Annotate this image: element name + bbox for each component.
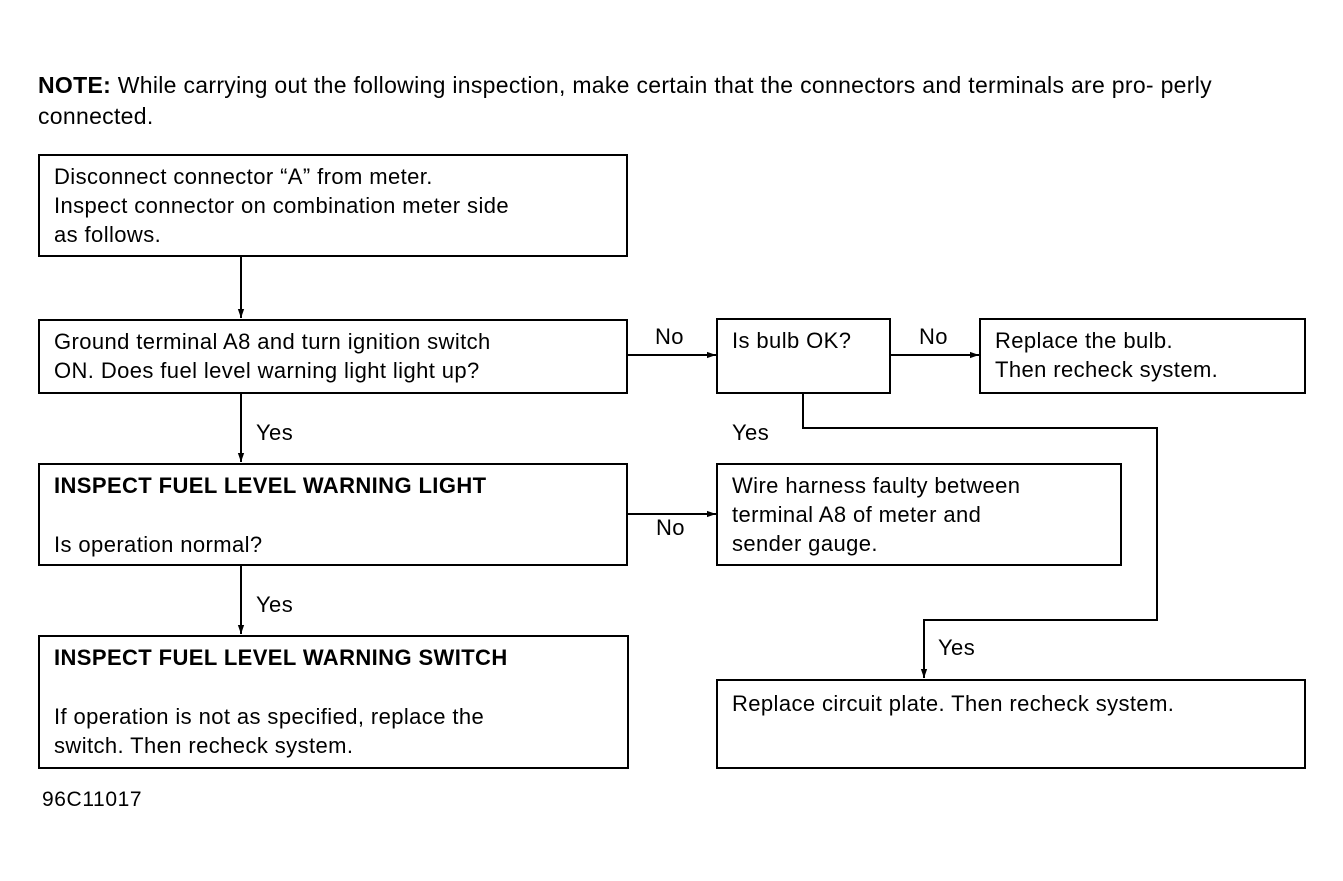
step-text: Is bulb OK? (732, 328, 852, 353)
step-ground-terminal: Ground terminal A8 and turn ignition swi… (38, 319, 628, 394)
step-replace-circuit-plate: Replace circuit plate. Then recheck syst… (716, 679, 1306, 769)
step-text: Wire harness faulty between (732, 473, 1021, 498)
edge-label-yes: Yes (256, 592, 294, 617)
note-label: NOTE: (38, 72, 112, 98)
step-text: ON. Does fuel level warning light light … (54, 358, 480, 383)
edge-label-yes: Yes (938, 635, 976, 660)
step-text: Replace circuit plate. Then recheck syst… (732, 691, 1175, 716)
step-text: sender gauge. (732, 531, 878, 556)
step-text: Inspect connector on combination meter s… (54, 193, 509, 218)
step-text: terminal A8 of meter and (732, 502, 982, 527)
edge-label-yes: Yes (732, 420, 770, 445)
step-heading: INSPECT FUEL LEVEL WARNING SWITCH (54, 645, 508, 670)
edge-label-no: No (919, 324, 948, 349)
step-is-bulb-ok: Is bulb OK? (716, 318, 891, 394)
note-text: While carrying out the following inspect… (38, 72, 1212, 129)
step-text: Disconnect connector “A” from meter. (54, 164, 433, 189)
figure-id: 96C11017 (42, 788, 143, 811)
arrow-bulb-to-circuit-plate (802, 394, 1158, 678)
edge-label-no: No (655, 324, 684, 349)
step-text: as follows. (54, 222, 162, 247)
edge-label-yes: Yes (256, 420, 294, 445)
step-text: If operation is not as specified, replac… (54, 704, 485, 729)
step-replace-bulb: Replace the bulb. Then recheck system. (979, 318, 1306, 394)
step-text: Is operation normal? (54, 532, 263, 557)
step-heading: INSPECT FUEL LEVEL WARNING LIGHT (54, 473, 487, 498)
step-text: Then recheck system. (995, 357, 1219, 382)
step-wire-harness-faulty: Wire harness faulty between terminal A8 … (716, 463, 1122, 566)
step-disconnect-connector: Disconnect connector “A” from meter. Ins… (38, 154, 628, 257)
step-inspect-fuel-level-warning-switch: INSPECT FUEL LEVEL WARNING SWITCH If ope… (38, 635, 629, 769)
step-text: Ground terminal A8 and turn ignition swi… (54, 329, 491, 354)
step-text: switch. Then recheck system. (54, 733, 354, 758)
step-text: Replace the bulb. (995, 328, 1174, 353)
note: NOTE: While carrying out the following i… (38, 70, 1308, 132)
step-inspect-fuel-level-warning-light: INSPECT FUEL LEVEL WARNING LIGHT Is oper… (38, 463, 628, 566)
edge-label-no: No (656, 515, 685, 540)
